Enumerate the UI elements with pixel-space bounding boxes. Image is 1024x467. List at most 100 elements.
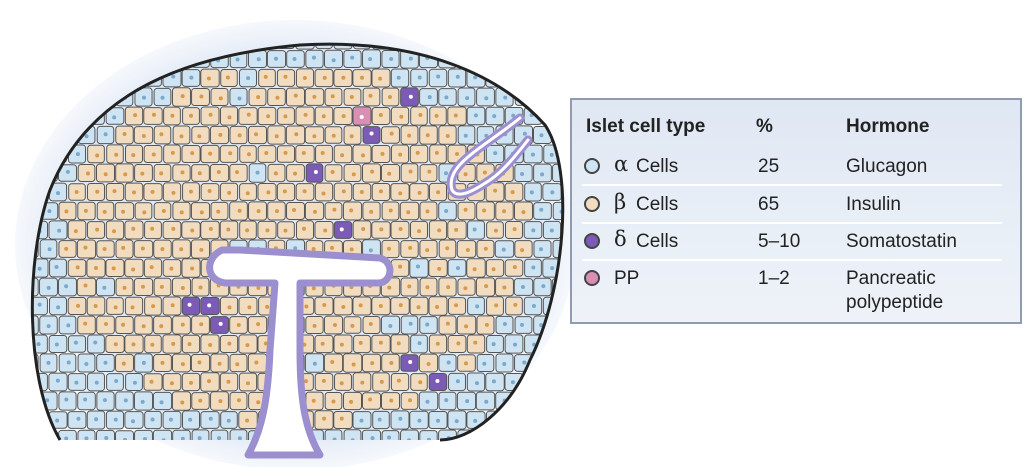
cell-nucleus [427, 95, 432, 100]
cell-nucleus [263, 74, 268, 79]
islet-cell [50, 449, 67, 466]
cell-nucleus [360, 153, 365, 158]
cell-nucleus [511, 113, 516, 118]
cell-nucleus [339, 342, 344, 347]
cell-nucleus [236, 398, 241, 403]
islet-cell [572, 50, 589, 68]
cell-nucleus [427, 169, 432, 174]
cell-nucleus [408, 360, 413, 365]
cell-nucleus [64, 209, 69, 214]
cell-nucleus [484, 322, 489, 327]
cell-nucleus [512, 457, 516, 461]
cell-nucleus [425, 133, 430, 138]
cell-nucleus [510, 380, 515, 385]
row-beta-hormone: Insulin [846, 194, 901, 215]
cell-nucleus [76, 416, 81, 421]
cell-nucleus [539, 207, 544, 212]
cell-nucleus [351, 172, 356, 177]
islet-cell [562, 449, 579, 467]
cell-nucleus [522, 131, 527, 136]
cell-nucleus [37, 38, 41, 42]
cell-nucleus [218, 132, 223, 137]
cell-nucleus [123, 437, 128, 441]
cell-nucleus [568, 77, 572, 81]
cell-nucleus [531, 303, 536, 308]
upper-vessel [446, 113, 533, 199]
cell-nucleus [206, 379, 211, 384]
cell-nucleus [208, 226, 213, 231]
cell-nucleus [28, 132, 32, 136]
cell-nucleus [541, 397, 546, 402]
cell-nucleus [150, 417, 155, 422]
cell-nucleus [482, 208, 487, 213]
cell-nucleus [387, 435, 392, 440]
cell-nucleus [160, 360, 165, 365]
cell-nucleus [85, 171, 90, 176]
cell-nucleus [180, 322, 185, 327]
islet-cell [163, 449, 181, 467]
cell-nucleus [539, 133, 544, 138]
cell-nucleus [491, 267, 496, 272]
cell-nucleus [370, 361, 375, 366]
cell-nucleus [121, 361, 126, 366]
islet-cell [476, 429, 495, 441]
cell-nucleus [321, 191, 326, 196]
cell-nucleus [256, 57, 261, 62]
cell-nucleus [399, 114, 404, 119]
cell-nucleus [359, 114, 364, 119]
cell-nucleus [521, 96, 526, 101]
cell-nucleus [494, 417, 499, 422]
cell-nucleus [199, 322, 204, 327]
cell-nucleus [368, 248, 373, 253]
cell-nucleus [568, 379, 572, 383]
cell-nucleus [46, 58, 51, 63]
cell-nucleus [84, 58, 89, 63]
cell-nucleus [425, 209, 430, 214]
cell-nucleus [190, 151, 195, 156]
cell-nucleus [121, 209, 126, 214]
cell-nucleus [436, 190, 441, 195]
islet-cell [562, 373, 563, 391]
cell-nucleus [151, 112, 156, 117]
cell-nucleus [550, 190, 555, 195]
cell-nucleus [274, 56, 279, 61]
islet-cell [552, 125, 563, 145]
cell-nucleus [54, 75, 59, 80]
cell-nucleus [122, 57, 127, 62]
cell-nucleus [199, 247, 204, 252]
cell-nucleus [208, 416, 213, 421]
cell-nucleus [368, 57, 373, 62]
islet-cell [48, 44, 68, 50]
cell-nucleus [18, 419, 22, 423]
cell-nucleus [520, 322, 525, 327]
cell-nucleus [454, 303, 459, 308]
cell-nucleus [199, 94, 204, 99]
cell-nucleus [455, 457, 459, 461]
cell-nucleus [425, 322, 430, 327]
cell-nucleus [445, 134, 450, 139]
pp-swatch-icon [584, 270, 600, 286]
cell-nucleus [472, 267, 477, 272]
cell-nucleus [323, 228, 328, 233]
cell-nucleus [415, 264, 420, 269]
islet-cell [11, 32, 29, 49]
cell-nucleus [312, 323, 317, 328]
cell-nucleus [188, 189, 193, 194]
cell-nucleus [17, 38, 21, 42]
cell-nucleus [216, 209, 221, 214]
cell-nucleus [171, 341, 176, 346]
row-alpha-percent: 25 [758, 156, 780, 177]
cell-nucleus [113, 342, 118, 347]
cell-nucleus [387, 95, 392, 100]
cell-nucleus [387, 246, 392, 251]
row-alpha-type: Cells [636, 156, 679, 177]
islet-cell [124, 44, 144, 49]
cell-nucleus [369, 131, 374, 136]
cell-nucleus [502, 56, 507, 61]
cell-nucleus [142, 437, 147, 441]
islet-cell [552, 353, 563, 373]
cell-nucleus [360, 380, 365, 385]
islet-cell [39, 49, 58, 69]
cell-nucleus [140, 246, 145, 251]
cell-nucleus [332, 323, 337, 328]
